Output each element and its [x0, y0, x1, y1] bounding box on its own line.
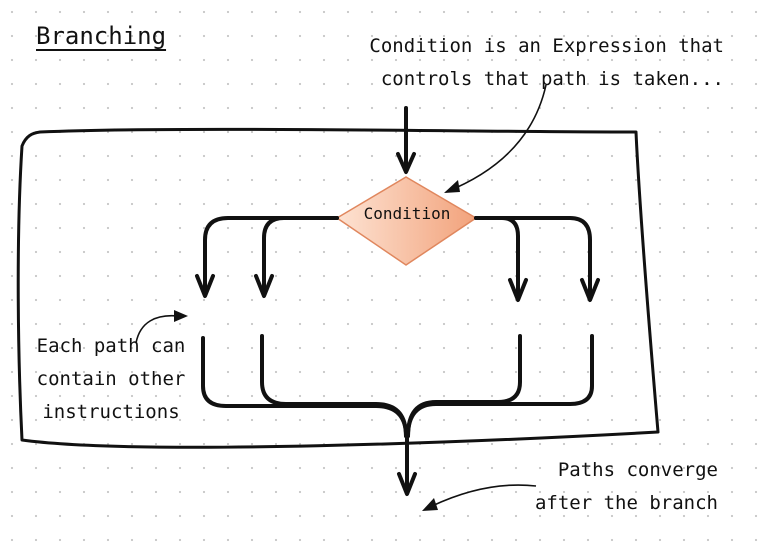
converge-note-line-1: Paths converge — [557, 459, 718, 481]
path-note: Each path can contain other instructions — [26, 330, 196, 429]
diagram-title: Branching — [36, 22, 167, 50]
converge-note-line-2: after the branch — [534, 492, 718, 514]
path-note-line-1: Each path can — [36, 335, 186, 357]
branch-container-box — [16, 127, 660, 449]
condition-note-line-2: controls that path is taken... — [380, 68, 724, 90]
path-note-arrow — [135, 310, 188, 344]
path-note-line-2: contain other — [36, 368, 186, 390]
condition-note-line-1: Condition is an Expression that — [369, 35, 724, 57]
converge-note: Paths converge after the branch — [516, 454, 718, 520]
converge-paths — [201, 334, 594, 438]
converge-note-arrow — [422, 484, 537, 511]
branch-arrow-3 — [474, 216, 528, 302]
outbound-arrow — [397, 428, 417, 496]
path-note-line-3: instructions — [42, 401, 180, 423]
condition-diamond — [335, 176, 478, 266]
branch-arrow-2 — [254, 216, 339, 298]
condition-note-arrow — [444, 84, 547, 193]
branch-arrow-4 — [474, 216, 600, 302]
condition-note: Condition is an Expression that controls… — [360, 30, 724, 96]
branch-arrow-1 — [195, 216, 339, 298]
inbound-arrow — [396, 106, 416, 174]
condition-label: Condition — [363, 204, 451, 223]
